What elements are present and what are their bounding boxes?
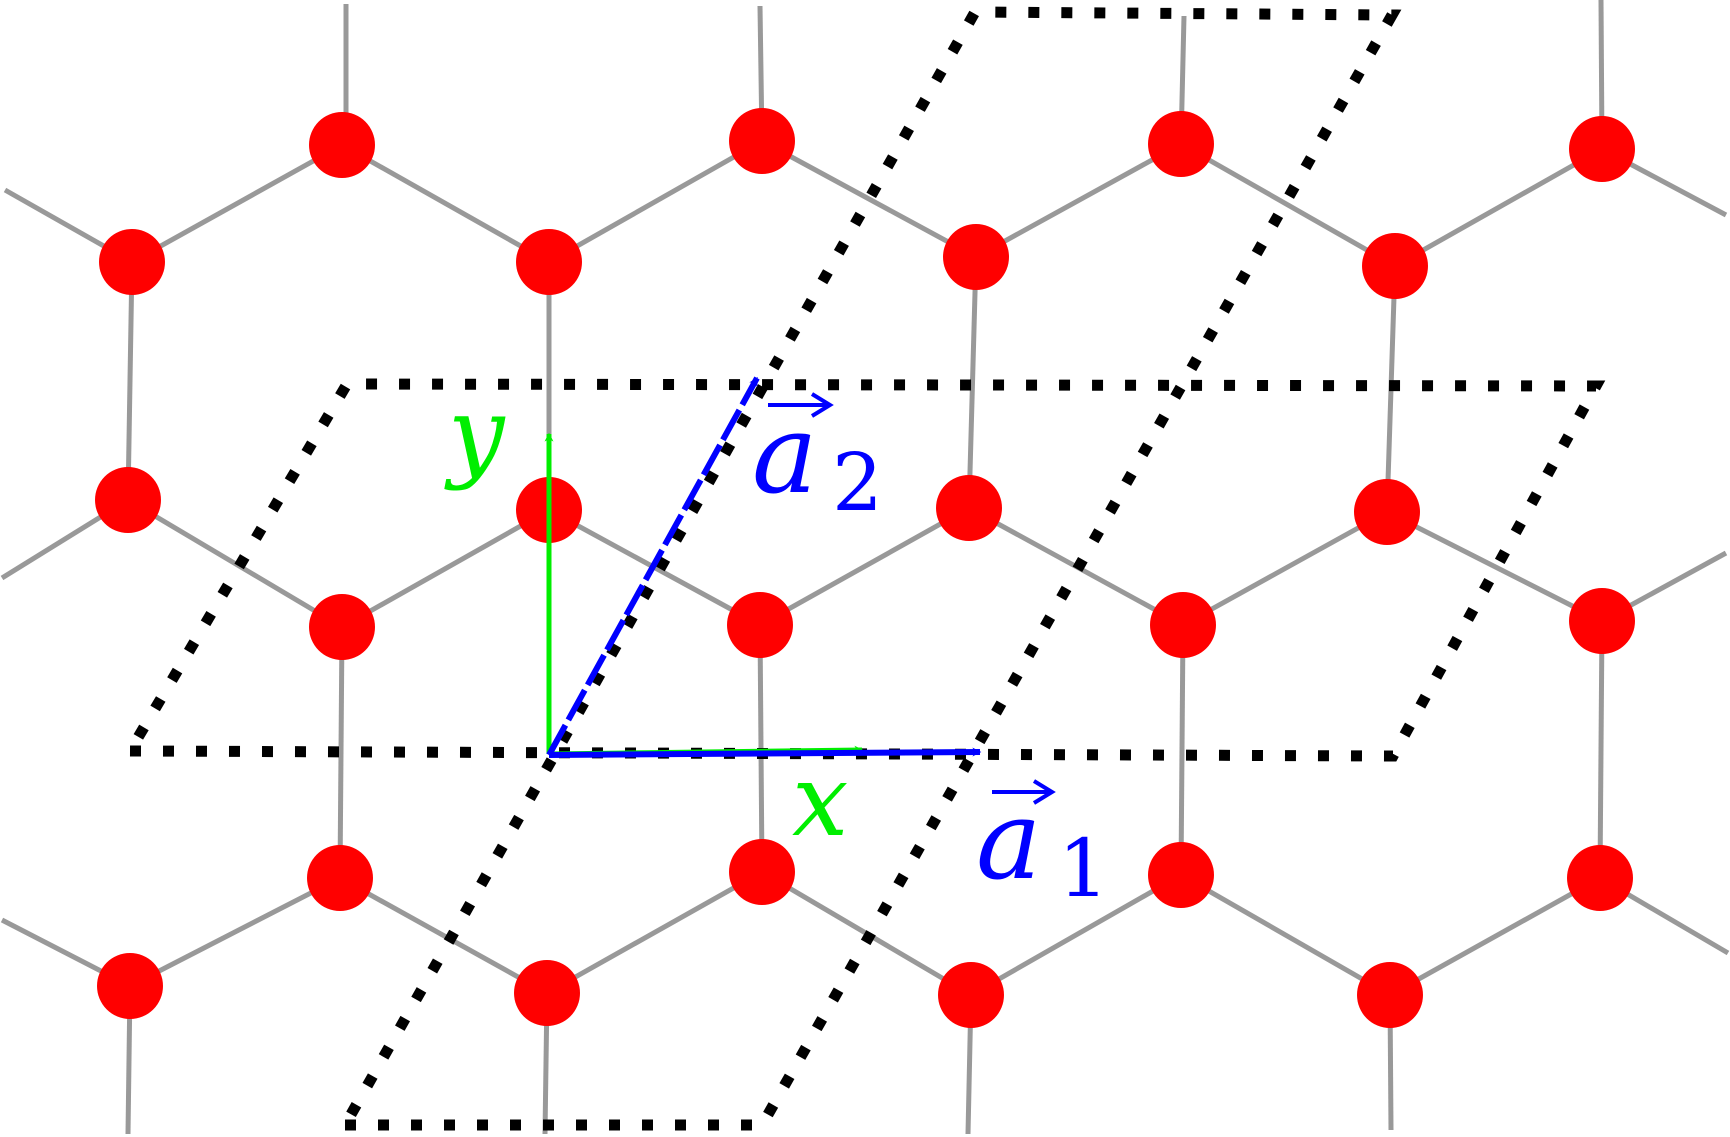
- bond: [1393, 146, 1604, 269]
- bond: [1179, 872, 1392, 998]
- bond: [966, 256, 979, 509]
- bond: [340, 507, 551, 630]
- bond: [969, 872, 1183, 998]
- atom: [729, 108, 795, 174]
- unit-cell-horizontal: [120, 378, 1606, 762]
- atom: [514, 960, 580, 1026]
- vector-arrow-accent-icon: [992, 779, 1056, 805]
- bond: [547, 138, 764, 265]
- vector-arrow-accent-icon: [768, 392, 834, 418]
- atom: [1362, 233, 1428, 299]
- atom: [97, 953, 163, 1019]
- atom: [1569, 588, 1635, 654]
- vector-a1-label: a 1: [976, 776, 1109, 915]
- vector-a2-label: a 2: [752, 390, 883, 529]
- lattice-atoms: [95, 108, 1635, 1028]
- atom: [1354, 479, 1420, 545]
- bond: [760, 138, 978, 260]
- vector-a2-subscript: 2: [832, 436, 883, 529]
- atom: [1148, 111, 1214, 177]
- y-axis-label: y: [444, 375, 506, 492]
- atom: [95, 467, 161, 533]
- atom: [307, 845, 373, 911]
- atom: [729, 839, 795, 905]
- atom: [936, 475, 1002, 541]
- atom: [727, 592, 793, 658]
- cartesian-axes: y x: [444, 375, 864, 859]
- bond: [125, 261, 135, 501]
- atom: [938, 962, 1004, 1028]
- atom: [1148, 842, 1214, 908]
- vector-a1-arrow: [548, 747, 982, 758]
- bond: [758, 505, 971, 628]
- x-axis-label: x: [792, 742, 848, 859]
- bond: [1178, 624, 1186, 876]
- vector-a2-arrow: [546, 376, 760, 757]
- atom: [1357, 962, 1423, 1028]
- bond: [337, 626, 345, 879]
- vector-a1-letter: a: [976, 776, 1042, 904]
- bond: [1179, 141, 1397, 269]
- bond: [1388, 875, 1602, 998]
- bond: [130, 142, 344, 265]
- bond: [340, 142, 551, 265]
- atom: [943, 224, 1009, 290]
- bond: [1385, 509, 1604, 624]
- bond: [338, 875, 549, 996]
- bond: [1181, 509, 1389, 628]
- atom: [99, 229, 165, 295]
- atom: [1567, 845, 1633, 911]
- bond: [974, 141, 1183, 260]
- bond: [128, 875, 342, 989]
- bond: [545, 869, 764, 996]
- atom: [1150, 592, 1216, 658]
- atom: [309, 594, 375, 660]
- vector-a2-letter: a: [752, 390, 818, 518]
- vector-a1-subscript: 1: [1058, 822, 1109, 915]
- unit-cell-tilted: [335, 6, 1402, 1131]
- atom: [516, 229, 582, 295]
- atom: [1569, 116, 1635, 182]
- bond: [1597, 620, 1605, 879]
- lattice-vectors: a 2 a 1: [546, 376, 1109, 915]
- atom: [309, 112, 375, 178]
- unit-cells: [120, 6, 1606, 1131]
